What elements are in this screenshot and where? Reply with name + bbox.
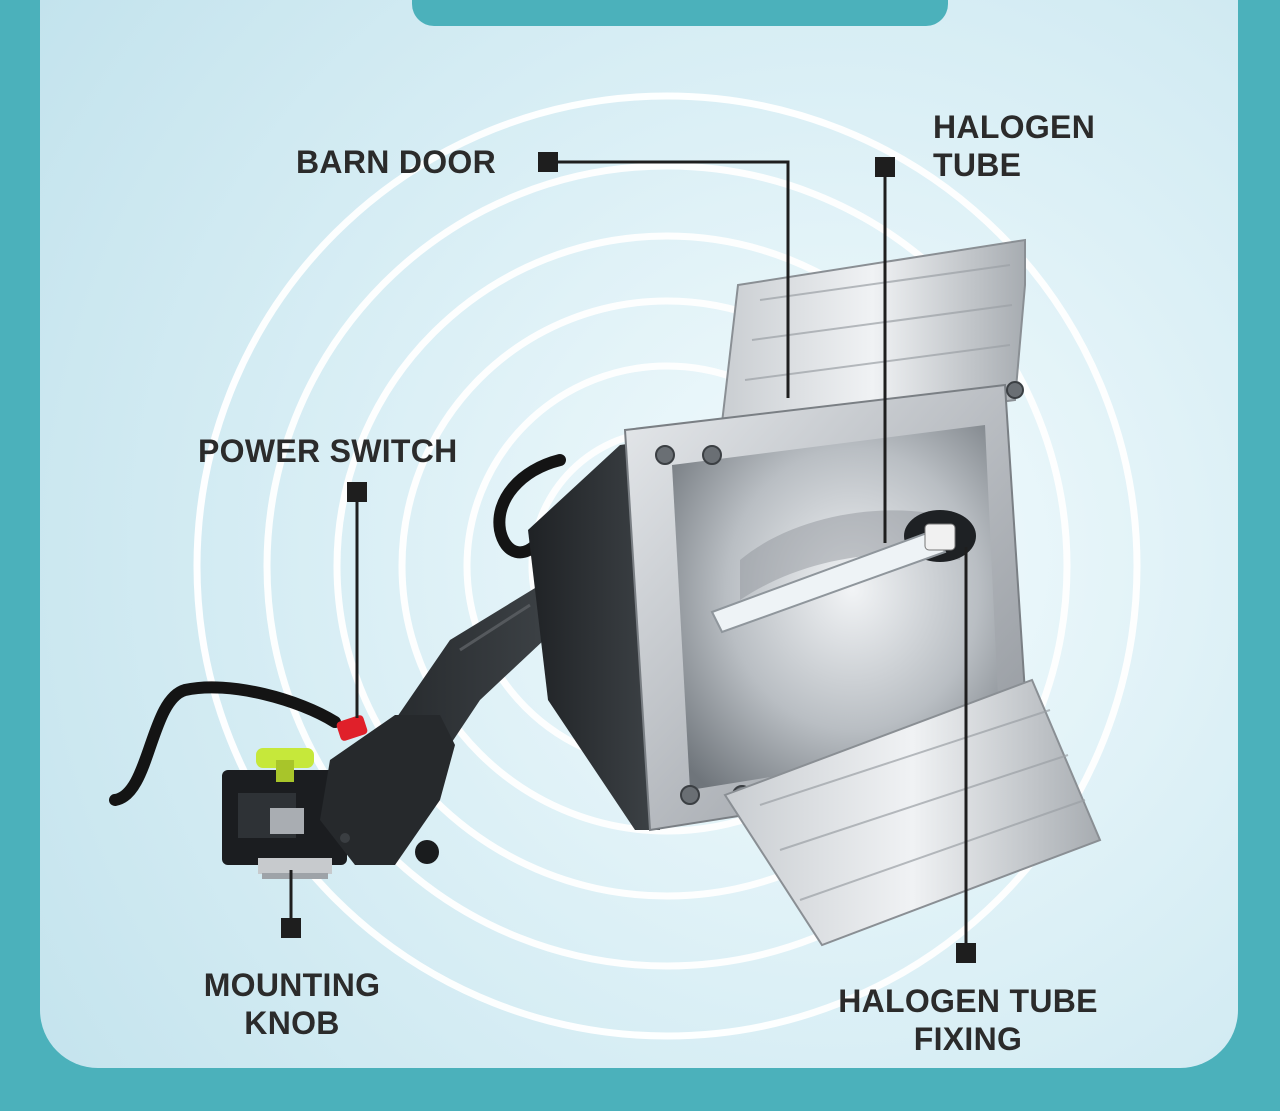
power-cable [109,454,566,806]
halogen-tube-fixing-label-line1: HALOGEN TUBE [838,983,1098,1019]
power-switch-label: POWER SWITCH [198,433,458,469]
barn-door-label: BARN DOOR [296,144,497,180]
mounting-knob-label-line2: KNOB [244,1005,340,1041]
mounting-knob-yellow [256,748,314,782]
halogen-tube-label: HALOGEN TUBE [933,108,1095,184]
halogen-tube-label-line1: HALOGEN [933,109,1096,145]
mounting-knob-label: MOUNTING KNOB [192,966,392,1042]
leader-markers [281,152,976,963]
halogen-tube-shape [710,510,976,634]
lamp-housing-back [528,440,660,830]
barn-door-leader [548,160,790,398]
halogen-tube-fixing-label: HALOGEN TUBE FIXING [818,982,1118,1058]
top-banner-tab [412,0,948,26]
mounting-knob-label-line1: MOUNTING [203,967,381,1003]
barn-door-lower [723,678,1102,947]
clamp-bracket [222,770,347,879]
halogen-tube-fixing-label-line2: FIXING [913,1021,1023,1057]
power-switch-button [336,715,368,741]
barn-door-upper [718,238,1026,442]
halogen-tube-label-line2: TUBE [933,147,1022,183]
handle-body [320,715,455,865]
leader-lines [289,160,968,953]
